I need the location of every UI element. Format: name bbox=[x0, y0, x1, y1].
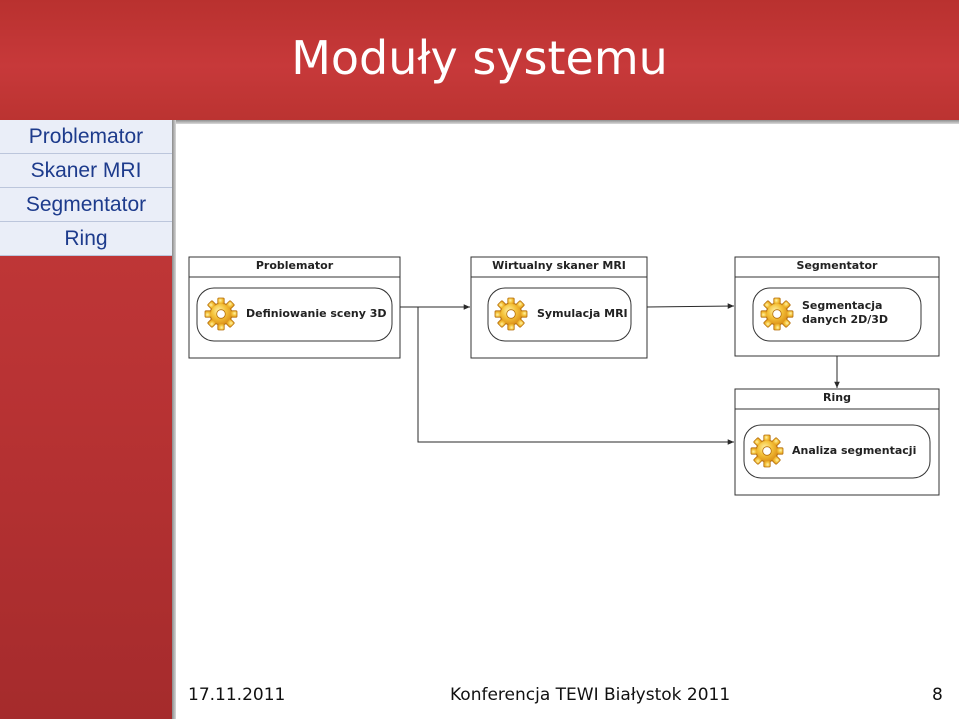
module-wirtualny-skaner-mri: Wirtualny skaner MRI Symulacja MRI bbox=[470, 256, 648, 359]
header-divider bbox=[172, 120, 959, 124]
sidebar-divider bbox=[172, 120, 176, 719]
svg-text:Analiza segmentacji: Analiza segmentacji bbox=[792, 444, 916, 457]
svg-text:Definiowanie sceny 3D: Definiowanie sceny 3D bbox=[246, 307, 387, 320]
task-label: Definiowanie sceny 3D bbox=[246, 307, 387, 320]
page-number: 8 bbox=[932, 685, 943, 705]
arrow-problemator-to-ring bbox=[417, 307, 734, 445]
svg-text:Segmentacja danych 2D/3D: Segmentacja danych 2D/3D bbox=[802, 299, 888, 326]
task-label: Symulacja MRI bbox=[537, 307, 628, 320]
gear-icon bbox=[204, 297, 238, 331]
sidebar-item-problemator[interactable]: Problemator bbox=[0, 120, 172, 154]
svg-text:Symulacja MRI: Symulacja MRI bbox=[537, 307, 628, 320]
footer-conference: Konferencja TEWI Białystok 2011 bbox=[450, 685, 731, 705]
sidebar-item-ring[interactable]: Ring bbox=[0, 222, 172, 256]
module-header: Ring bbox=[823, 391, 851, 404]
footer-date: 17.11.2011 bbox=[188, 685, 286, 705]
task-label: Analiza segmentacji bbox=[792, 444, 916, 457]
module-header: Problemator bbox=[256, 259, 334, 272]
module-segmentator: Segmentator Segmentacja danych 2D/3D bbox=[734, 256, 940, 357]
slide-title: Moduły systemu bbox=[291, 31, 668, 85]
task-label-line-2: danych 2D/3D bbox=[802, 313, 888, 326]
module-problemator: Problemator Definiowanie sceny 3D bbox=[188, 256, 401, 359]
gear-icon bbox=[750, 434, 784, 468]
arrow-skaner-to-segmentator bbox=[646, 303, 735, 309]
gear-icon bbox=[494, 297, 528, 331]
module-header: Segmentator bbox=[797, 259, 879, 272]
sidebar-nav: Problemator Skaner MRI Segmentator Ring bbox=[0, 120, 172, 256]
task-label-line-1: Segmentacja bbox=[802, 299, 882, 312]
sidebar-item-skaner-mri[interactable]: Skaner MRI bbox=[0, 154, 172, 188]
sidebar-item-segmentator[interactable]: Segmentator bbox=[0, 188, 172, 222]
slide-header bbox=[0, 0, 959, 120]
module-ring: Ring Analiza segmentacji bbox=[734, 388, 940, 496]
gear-icon bbox=[760, 297, 794, 331]
module-header: Wirtualny skaner MRI bbox=[492, 259, 626, 272]
